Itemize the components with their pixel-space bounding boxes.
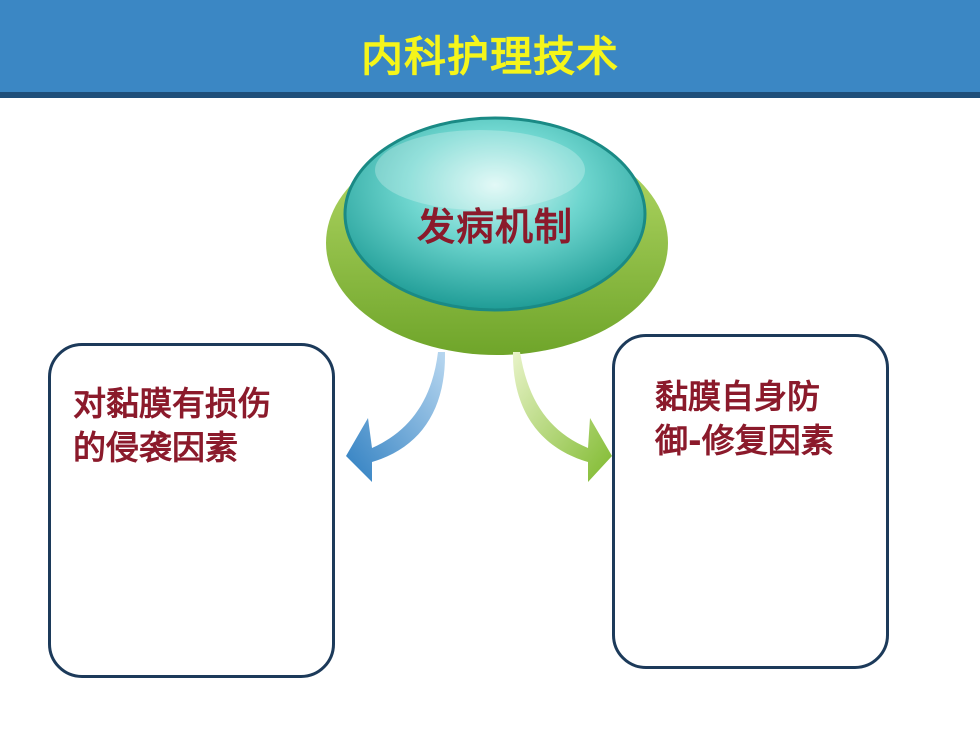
header-divider	[0, 92, 980, 98]
page-title: 内科护理技术	[360, 32, 619, 81]
left-arrow	[346, 352, 446, 482]
right-box-line2: 御-修复因素	[655, 421, 834, 460]
header-bar	[0, 0, 980, 92]
right-box: 黏膜自身防 御-修复因素	[612, 334, 889, 669]
center-oval-highlight	[375, 130, 585, 210]
right-arrow	[512, 352, 612, 482]
center-oval-top	[343, 116, 647, 312]
left-box: 对黏膜有损伤 的侵袭因素	[48, 343, 335, 678]
center-label: 发病机制	[416, 205, 573, 249]
left-box-text: 对黏膜有损伤 的侵袭因素	[73, 382, 323, 470]
right-box-line1: 黏膜自身防	[655, 377, 820, 416]
right-box-text: 黏膜自身防 御-修复因素	[655, 375, 880, 463]
left-box-line2: 的侵袭因素	[73, 428, 238, 467]
left-box-line1: 对黏膜有损伤	[73, 384, 271, 423]
